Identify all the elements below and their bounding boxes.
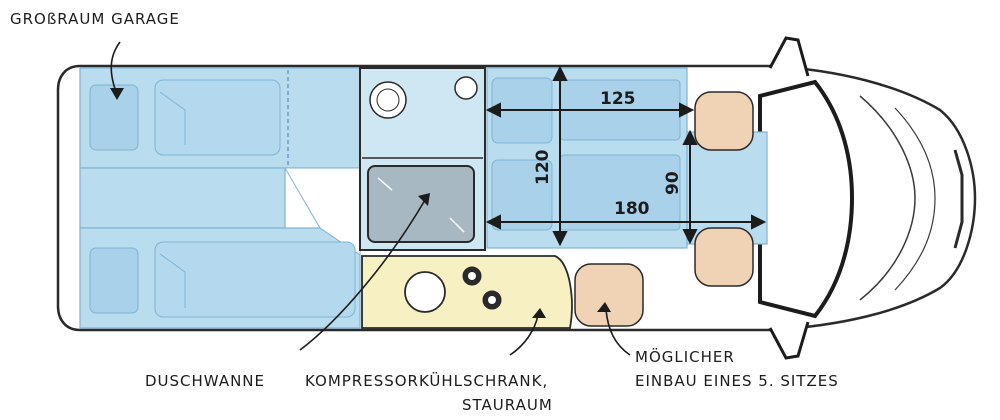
shower-light xyxy=(377,177,393,191)
bench-cushion xyxy=(491,159,553,231)
optional-fifth-seat xyxy=(574,263,644,327)
mirror-left xyxy=(768,36,810,77)
bed-middle xyxy=(79,167,286,229)
label-garage: GROßRAUM GARAGE xyxy=(10,10,180,28)
blanket xyxy=(154,79,281,156)
grille xyxy=(953,149,964,249)
dimension-height-left: 120 xyxy=(533,149,553,185)
driver-seat xyxy=(694,91,754,151)
blanket-fold xyxy=(159,91,186,145)
dimension-length-bottom: 180 xyxy=(614,199,650,219)
blanket xyxy=(154,241,356,318)
hood-line xyxy=(894,107,936,291)
burner-center xyxy=(488,296,496,304)
pillow xyxy=(89,247,139,314)
shower-light xyxy=(449,217,465,233)
label-fridge-line2: STAURAUM xyxy=(462,396,553,414)
label-seat-line1: MÖGLICHER xyxy=(635,348,735,366)
toilet-icon xyxy=(369,81,407,119)
burner-center xyxy=(468,272,476,280)
dimension-height-right: 90 xyxy=(663,171,683,195)
dimension-arrows xyxy=(485,65,767,247)
kitchen-sink-icon xyxy=(404,271,446,313)
hood-line xyxy=(859,95,916,301)
passenger-seat xyxy=(694,227,754,287)
mirror-right xyxy=(768,321,810,360)
label-seat-line2: EINBAU EINES 5. SITZES xyxy=(635,372,839,390)
shower-tray xyxy=(367,165,475,243)
washbasin-icon xyxy=(454,76,478,100)
label-shower-tray: DUSCHWANNE xyxy=(145,372,265,390)
label-fridge-line1: KOMPRESSORKÜHLSCHRANK, xyxy=(305,372,549,390)
leader-arrowheads xyxy=(110,88,611,318)
leader-lines xyxy=(110,41,631,356)
blanket-fold xyxy=(159,253,186,308)
dimension-width-top: 125 xyxy=(600,89,636,109)
windshield xyxy=(758,79,855,319)
bed-step xyxy=(284,167,361,256)
toilet-icon xyxy=(376,88,400,112)
